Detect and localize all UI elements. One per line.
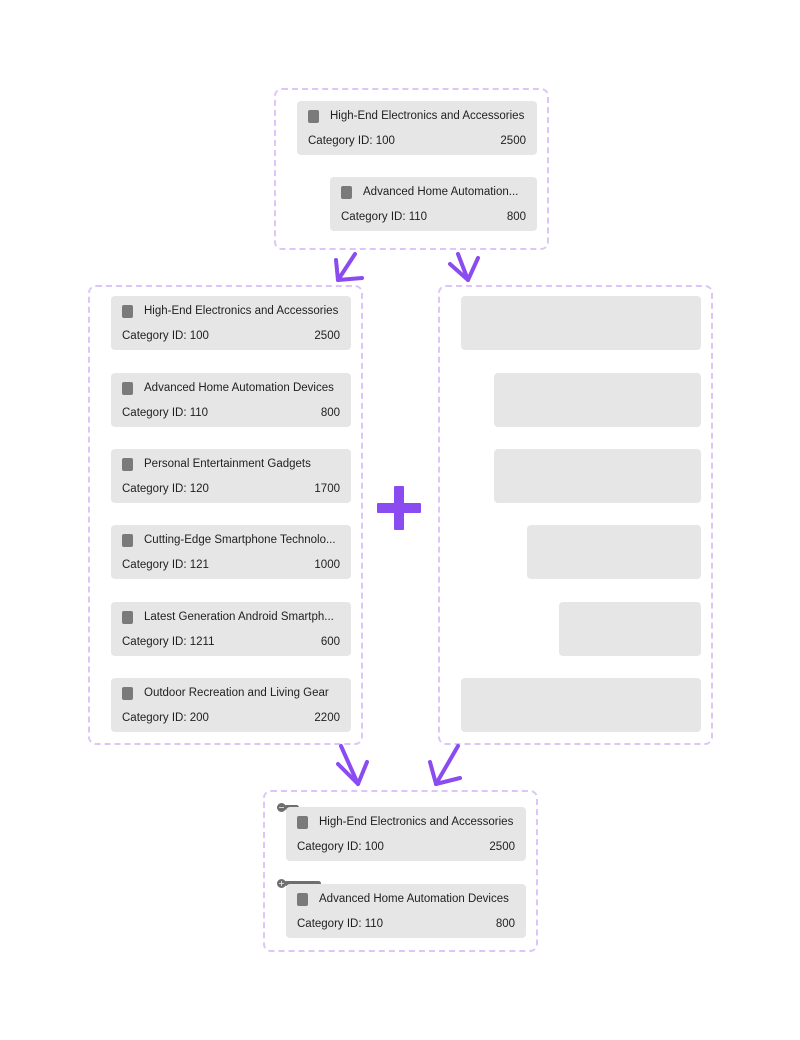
category-card[interactable]: Advanced Home Automation Devices Categor… — [111, 373, 351, 427]
card-category-id: Category ID: 100 — [308, 135, 395, 147]
category-icon — [122, 305, 133, 318]
card-title: Outdoor Recreation and Living Gear — [144, 687, 329, 699]
category-icon — [122, 611, 133, 624]
placeholder-card — [559, 602, 701, 656]
card-title: High-End Electronics and Accessories — [319, 816, 514, 828]
placeholder-card — [461, 678, 701, 732]
tree-connector — [284, 881, 321, 886]
card-value: 1000 — [314, 559, 340, 571]
category-card[interactable]: Cutting-Edge Smartphone Technolo... Cate… — [111, 525, 351, 579]
placeholder-card — [494, 449, 701, 503]
card-title: Advanced Home Automation Devices — [319, 893, 509, 905]
card-value: 2500 — [314, 330, 340, 342]
card-category-id: Category ID: 121 — [122, 559, 209, 571]
plus-small-icon[interactable]: + — [277, 879, 286, 888]
card-title: Advanced Home Automation... — [363, 186, 519, 198]
category-card[interactable]: Outdoor Recreation and Living Gear Categ… — [111, 678, 351, 732]
category-card[interactable]: High-End Electronics and Accessories Cat… — [297, 101, 537, 155]
category-card[interactable]: Advanced Home Automation... Category ID:… — [330, 177, 537, 231]
card-title: Personal Entertainment Gadgets — [144, 458, 311, 470]
category-icon — [297, 893, 308, 906]
card-title: High-End Electronics and Accessories — [330, 110, 525, 122]
placeholder-card — [494, 373, 701, 427]
top-group: High-End Electronics and Accessories Cat… — [274, 88, 549, 250]
card-value: 600 — [320, 636, 340, 648]
category-icon — [308, 110, 319, 123]
bottom-group: − High-End Electronics and Accessories C… — [263, 790, 538, 952]
card-value: 800 — [495, 918, 515, 930]
category-icon — [122, 382, 133, 395]
plus-icon — [377, 486, 421, 530]
card-category-id: Category ID: 1211 — [122, 636, 215, 648]
arrow-top-to-left — [334, 252, 364, 282]
category-card[interactable]: Latest Generation Android Smartph... Cat… — [111, 602, 351, 656]
card-value: 800 — [320, 407, 340, 419]
category-icon — [122, 687, 133, 700]
card-title: High-End Electronics and Accessories — [144, 305, 339, 317]
card-category-id: Category ID: 110 — [122, 407, 209, 419]
card-category-id: Category ID: 100 — [297, 841, 384, 853]
category-card[interactable]: Advanced Home Automation Devices Categor… — [286, 884, 526, 938]
arrow-top-to-right — [448, 252, 480, 282]
card-category-id: Category ID: 200 — [122, 712, 209, 724]
card-value: 2500 — [500, 135, 526, 147]
category-icon — [122, 534, 133, 547]
card-category-id: Category ID: 100 — [122, 330, 209, 342]
category-icon — [122, 458, 133, 471]
card-title: Advanced Home Automation Devices — [144, 382, 334, 394]
category-card[interactable]: High-End Electronics and Accessories Cat… — [111, 296, 351, 350]
card-category-id: Category ID: 110 — [297, 918, 384, 930]
arrow-left-to-bottom — [336, 744, 369, 786]
expand-toggle[interactable]: + — [277, 879, 323, 888]
card-category-id: Category ID: 120 — [122, 483, 209, 495]
card-category-id: Category ID: 110 — [341, 211, 428, 223]
left-group: High-End Electronics and Accessories Cat… — [88, 285, 363, 745]
placeholder-card — [527, 525, 701, 579]
category-icon — [341, 186, 352, 199]
category-card[interactable]: Personal Entertainment Gadgets Category … — [111, 449, 351, 503]
card-title: Cutting-Edge Smartphone Technolo... — [144, 534, 336, 546]
card-value: 800 — [506, 211, 526, 223]
card-value: 2500 — [489, 841, 515, 853]
category-icon — [297, 816, 308, 829]
right-group — [438, 285, 713, 745]
category-card[interactable]: High-End Electronics and Accessories Cat… — [286, 807, 526, 861]
minus-icon[interactable]: − — [277, 803, 286, 812]
card-value: 2200 — [314, 712, 340, 724]
arrow-right-to-bottom — [428, 744, 462, 786]
card-value: 1700 — [314, 483, 340, 495]
placeholder-card — [461, 296, 701, 350]
card-title: Latest Generation Android Smartph... — [144, 611, 334, 623]
